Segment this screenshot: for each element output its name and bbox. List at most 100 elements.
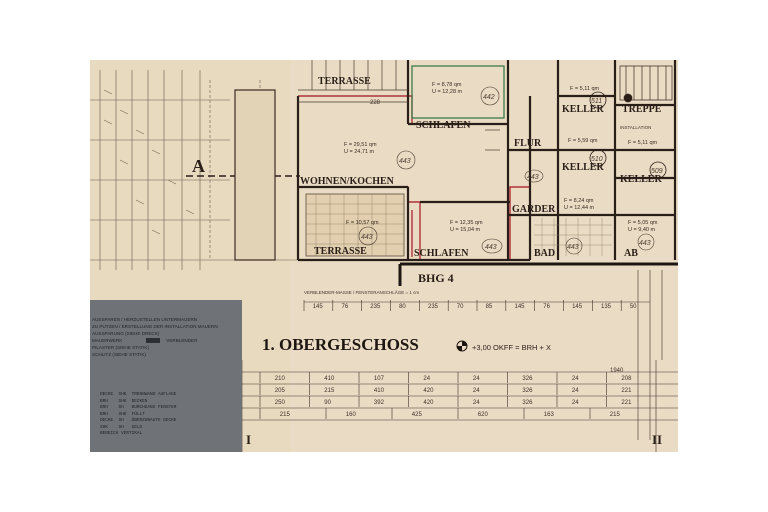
area-schlafen-top: F = 8,78 qm [432, 82, 462, 88]
room-label-treppe: TREPPE [622, 104, 662, 115]
top-dimension-value: 145 [515, 304, 526, 310]
total-dimension: 1940 [610, 368, 624, 374]
dimension-value-row-3: 420 [423, 400, 434, 406]
stair [619, 65, 673, 103]
bedroom-outline [411, 65, 505, 119]
room-label-installation: INSTALLATION [620, 125, 651, 130]
room-number-keller-511: 511 [591, 98, 602, 105]
dimension-value-row-3: 90 [324, 400, 331, 406]
dimension-value-row-1: 107 [374, 376, 385, 382]
room-label-wohnen: WOHNEN/KOCHEN [300, 176, 395, 187]
axis-label-2: II [652, 432, 662, 447]
room-number-wohnen: 443 [399, 158, 411, 165]
bottom-dimension-lines [240, 360, 678, 452]
bath-tiles [534, 218, 612, 256]
dimension-value-row-2: 205 [275, 388, 286, 394]
top-dimension-value: 85 [486, 304, 493, 310]
top-dimension-value: 235 [370, 304, 381, 310]
room-label-keller-510: KELLER [562, 162, 604, 173]
room-label-bad: BAD [534, 248, 555, 259]
legend-table: DECKE SHK TRENNWAND AUFLAGE BRH SHK DECK… [100, 392, 240, 438]
dimension-value-row-1: 24 [572, 376, 579, 382]
balcony-block [234, 89, 276, 261]
legend-line: SCHLITZ (SIEHE STATIK) [92, 352, 146, 357]
dimension-value-row-2: 410 [374, 388, 385, 394]
legend-table-row: BEREICH VERTIKAL [100, 431, 143, 436]
top-dimension-value: 235 [428, 304, 439, 310]
legend-lines: AUSSPAREN / HERZUSTELLEN UNTERMAUERN ZU … [92, 316, 242, 358]
dimension-value-row-2: 326 [522, 388, 533, 394]
dimension-value-row-4: 160 [346, 412, 357, 418]
level-label: +3,00 OKFF = BRH + X [472, 343, 551, 352]
section-grid [90, 70, 300, 270]
terrace-hatch [305, 193, 405, 257]
top-dimension-value: 145 [313, 304, 324, 310]
legend-table-row: BRH SHK FÜLLT [100, 411, 145, 417]
room-label-terrasse-top: TERRASSE [318, 76, 371, 87]
legend-swatch-row: MAUERWERK VERBLENDER [92, 337, 242, 344]
perimeter-wohnen: U = 24,71 m [344, 149, 375, 155]
dimension-value-row-3: 221 [621, 400, 632, 406]
room-label-terrasse-bottom: TERRASSE [314, 246, 367, 257]
dimension-value-row-1: 326 [522, 376, 533, 382]
area-schlafen-bottom: F = 12,35 qm [450, 220, 483, 226]
legend-panel: AUSSPAREN / HERZUSTELLEN UNTERMAUERN ZU … [90, 300, 242, 452]
dimension-value-row-3: 250 [275, 400, 286, 406]
legend-line: PILASTER (SIEHE STATIK) [92, 345, 150, 350]
legend-table-row: SHK SH GELD [100, 424, 143, 430]
room-number-keller-509: 509 [651, 168, 663, 175]
room-label-keller-511: KELLER [562, 104, 604, 115]
room-number-bad: 443 [567, 244, 579, 251]
room-number-schlafen-bottom: 443 [485, 244, 497, 251]
area-garder: F = 8,24 qm [564, 198, 594, 204]
legend-swatch [146, 338, 161, 343]
perimeter-schlafen-bottom: U = 15,04 m [450, 227, 481, 233]
floor-plan-drawing: A [90, 60, 678, 452]
room-label-flur: FLUR [514, 138, 542, 149]
dimension-value-row-4: 163 [544, 412, 555, 418]
legend-table-row: BRH SHK DECKEN [100, 398, 148, 404]
dimension-value-row-3: 326 [522, 400, 533, 406]
perimeter-schlafen-top: U = 12,28 m [432, 89, 463, 95]
top-dimension-value: 145 [572, 304, 583, 310]
legend-table-row: BRH SH DURCHGANG FENSTER [100, 405, 177, 410]
top-dimension-value: 70 [457, 304, 464, 310]
dimension-value-row-3: 24 [572, 400, 579, 406]
room-number-ab: 443 [639, 240, 651, 247]
room-number-keller-510: 510 [591, 156, 603, 163]
legend-line: AUSSPARUNG (SIEHE DRECK) [92, 331, 160, 336]
dimension-value-row-4: 425 [412, 412, 423, 418]
perimeter-ab: U = 9,40 m [628, 227, 655, 233]
axis-label-1: I [246, 432, 251, 447]
dimension-value-row-3: 24 [473, 400, 480, 406]
section-label: A [192, 156, 205, 176]
dimension-value-row-2: 221 [621, 388, 632, 394]
dimension-value-row-3: 392 [374, 400, 385, 406]
room-label-keller-509: KELLER [620, 174, 662, 185]
room-number-flur: 443 [527, 174, 539, 181]
room-label-schlafen-bottom: SCHLAFEN [414, 248, 469, 259]
walls [296, 60, 677, 262]
room-number-schlafen-top: 442 [483, 94, 495, 101]
dim-wohnen: 228 [370, 100, 381, 106]
legend-table-row: DECKE SH ÜBERZUBAUTE DECKE [100, 418, 177, 423]
top-dimension-value: 76 [543, 304, 550, 310]
area-keller-509: F = 5,11 qm [628, 140, 658, 146]
plan-title: 1. OBERGESCHOSS [262, 335, 419, 354]
area-terrasse-bottom: F = 10,57 qm [346, 220, 379, 226]
dimension-value-row-2: 420 [423, 388, 434, 394]
room-label-ab: AB [624, 248, 638, 259]
right-dimension-ticks [637, 270, 663, 440]
area-wohnen: F = 29,51 qm [344, 142, 377, 148]
dimension-value-row-4: 215 [280, 412, 291, 418]
dimension-value-row-4: 620 [478, 412, 489, 418]
legend-line: ZU PUTZEN / ERSTELLUNG DER INSTALLATION … [92, 324, 218, 329]
top-dimension-value: 76 [342, 304, 349, 310]
dimension-value-row-2: 215 [324, 388, 335, 394]
room-label-schlafen-top: SCHLAFEN [416, 120, 471, 131]
building-label: BHG 4 [418, 271, 454, 285]
dimension-value-row-1: 24 [423, 376, 430, 382]
dimension-value-row-1: 210 [275, 376, 286, 382]
